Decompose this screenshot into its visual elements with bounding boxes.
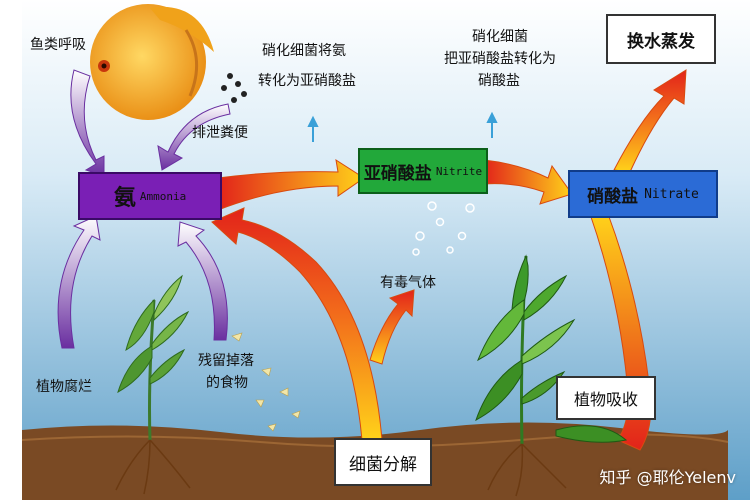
- plant-icon-right: [475, 254, 576, 497]
- plant-absorb-box: 植物吸收: [556, 376, 656, 420]
- nitrite-en-label: Nitrite: [435, 164, 483, 178]
- leftover-food-label-line2: 的食物: [206, 375, 248, 391]
- nitrate-en-label: Nitrate: [644, 186, 699, 202]
- nitrite-cn-label: 亚硝酸盐: [363, 163, 432, 184]
- nitrifying-label-2-line1: 硝化细菌: [472, 29, 528, 45]
- decompose-to-ammonia-arrow: [211, 207, 383, 441]
- bacteria-decompose-box: 细菌分解: [334, 438, 432, 486]
- ammonia-to-nitrite-arrow: [217, 158, 365, 211]
- excretion-label: 排泄粪便: [192, 125, 248, 141]
- food-arrow: [177, 221, 228, 341]
- nitrifying-label-2-line3: 硝酸盐: [478, 73, 520, 89]
- nitrate-cn-label: 硝酸盐: [587, 186, 639, 207]
- nitrifying-label-1-line1: 硝化细菌将氨: [262, 43, 346, 59]
- ammonia-cn-label: 氨: [113, 186, 136, 211]
- nitrifying-label-2-line2: 把亚硝酸盐转化为: [444, 51, 556, 67]
- plant-decay-label: 植物腐烂: [36, 379, 92, 395]
- nitrite-box: 亚硝酸盐 Nitrite: [358, 148, 488, 194]
- nitrifying-arrow-icon: [307, 111, 498, 142]
- ammonia-en-label: Ammonia: [139, 189, 187, 203]
- bubble-icon: [412, 201, 475, 256]
- nitrate-box: 硝酸盐 Nitrate: [568, 170, 718, 218]
- fish-respiration-label: 鱼类呼吸: [30, 37, 86, 53]
- fish-icon: [90, 4, 214, 120]
- toxic-gas-arrow: [369, 289, 415, 365]
- excretion-arrow: [157, 103, 231, 171]
- excrement-icon: [221, 73, 247, 103]
- nitrifying-label-1-line2: 转化为亚硝酸盐: [258, 73, 356, 89]
- water-change-box: 换水蒸发: [606, 14, 716, 64]
- watermark: 知乎 @耶伦Yelenv: [599, 468, 736, 487]
- ammonia-box: 氨 Ammonia: [78, 172, 222, 220]
- water-change-arrow: [613, 69, 687, 173]
- leftover-food-label-line1: 残留掉落: [198, 353, 254, 369]
- leaf-icon: [555, 425, 628, 443]
- plant-icon-left: [115, 274, 191, 495]
- food-flake-icon: [231, 332, 301, 432]
- toxic-gas-label: 有毒气体: [380, 275, 436, 291]
